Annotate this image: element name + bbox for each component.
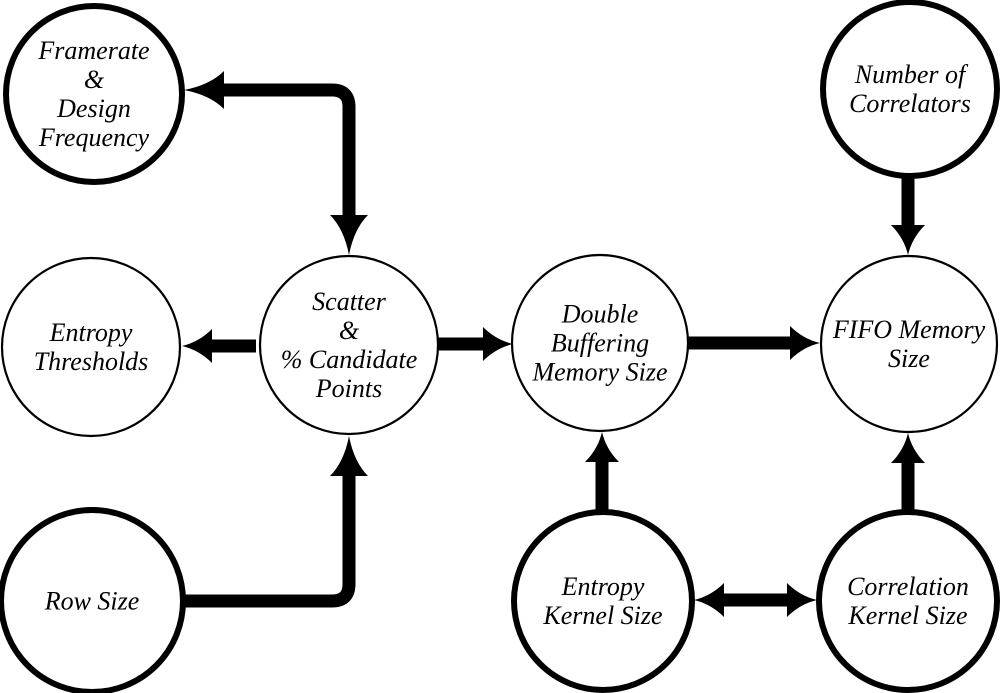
arrowhead-right-icon: [790, 326, 820, 360]
node-entropy-kernel-size-circle: [511, 509, 695, 693]
edge-correlation-kernel-fifo: [891, 433, 925, 516]
node-double-buffering-memory-size-circle: [510, 253, 690, 433]
edge-double-buffering-fifo: [686, 326, 820, 360]
arrowhead-up-icon: [891, 433, 925, 463]
node-framerate-design-frequency-circle: [3, 3, 185, 185]
node-entropy-thresholds-circle: [0, 256, 182, 438]
edge-entropy-kernel-double-buffering: [585, 432, 619, 516]
node-scatter-candidate-points-circle: [258, 254, 440, 436]
arrowhead-left-icon: [694, 583, 724, 617]
arrowhead-left-icon: [182, 329, 212, 363]
arrowhead-up-icon: [330, 436, 368, 476]
edge-scatter-double-buffering: [436, 327, 513, 361]
node-fifo-memory-size-circle: [819, 254, 999, 434]
node-row-size-circle: [0, 507, 186, 693]
node-correlation-kernel-size-circle: [816, 509, 1000, 693]
arrowhead-down-icon: [330, 215, 368, 255]
arrowhead-up-icon: [585, 432, 619, 462]
edge-scatter-framerate: [184, 71, 368, 255]
arrowhead-right-icon: [483, 327, 513, 361]
node-number-of-correlators-circle: [820, 0, 1000, 179]
edge-correlators-fifo: [891, 172, 925, 255]
edge-entropy-kernel-correlation-kernel: [694, 583, 817, 617]
edge-scatter-entropy-thresholds: [182, 329, 256, 363]
arrowhead-right-icon: [787, 583, 817, 617]
edge-row-size-scatter: [180, 436, 368, 608]
arrowhead-left-icon: [184, 71, 224, 109]
arrowhead-down-icon: [891, 225, 925, 255]
